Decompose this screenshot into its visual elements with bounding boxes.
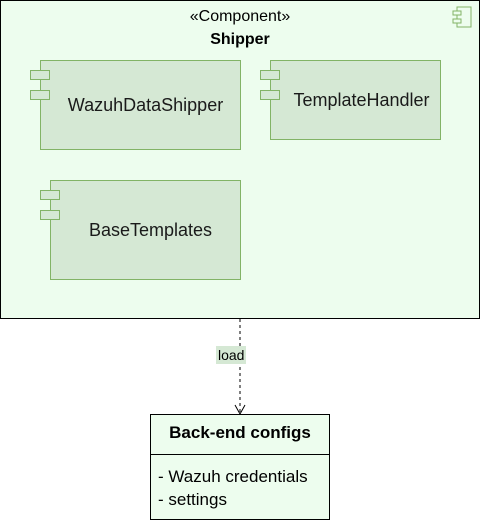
subcomponent-label: WazuhDataShipper bbox=[67, 94, 224, 115]
port-icon bbox=[260, 90, 280, 100]
port-icon bbox=[40, 210, 60, 220]
backend-configs-title: Back-end configs bbox=[169, 423, 311, 442]
component-title: Shipper bbox=[210, 31, 270, 48]
subcomponent-basetemplates[interactable]: BaseTemplates bbox=[50, 180, 241, 280]
subcomponent-label: TemplateHandler bbox=[293, 89, 430, 110]
backend-divider bbox=[150, 454, 330, 455]
backend-attribute: - settings bbox=[158, 490, 227, 509]
subcomponent-templatehandler[interactable]: TemplateHandler bbox=[270, 60, 441, 140]
component-stereotype: «Component» bbox=[189, 8, 291, 25]
port-icon bbox=[30, 70, 50, 80]
subcomponent-label: BaseTemplates bbox=[88, 219, 213, 240]
port-icon bbox=[40, 190, 60, 200]
port-icon bbox=[30, 90, 50, 100]
port-icon bbox=[260, 70, 280, 80]
backend-attribute: - Wazuh credentials bbox=[158, 467, 308, 486]
component-icon bbox=[452, 6, 472, 28]
backend-configs-box[interactable] bbox=[150, 414, 330, 520]
subcomponent-wazuhdatashipper[interactable]: WazuhDataShipper bbox=[40, 60, 241, 150]
connector-label: load bbox=[216, 346, 247, 364]
load-dependency-arrow bbox=[234, 319, 246, 415]
